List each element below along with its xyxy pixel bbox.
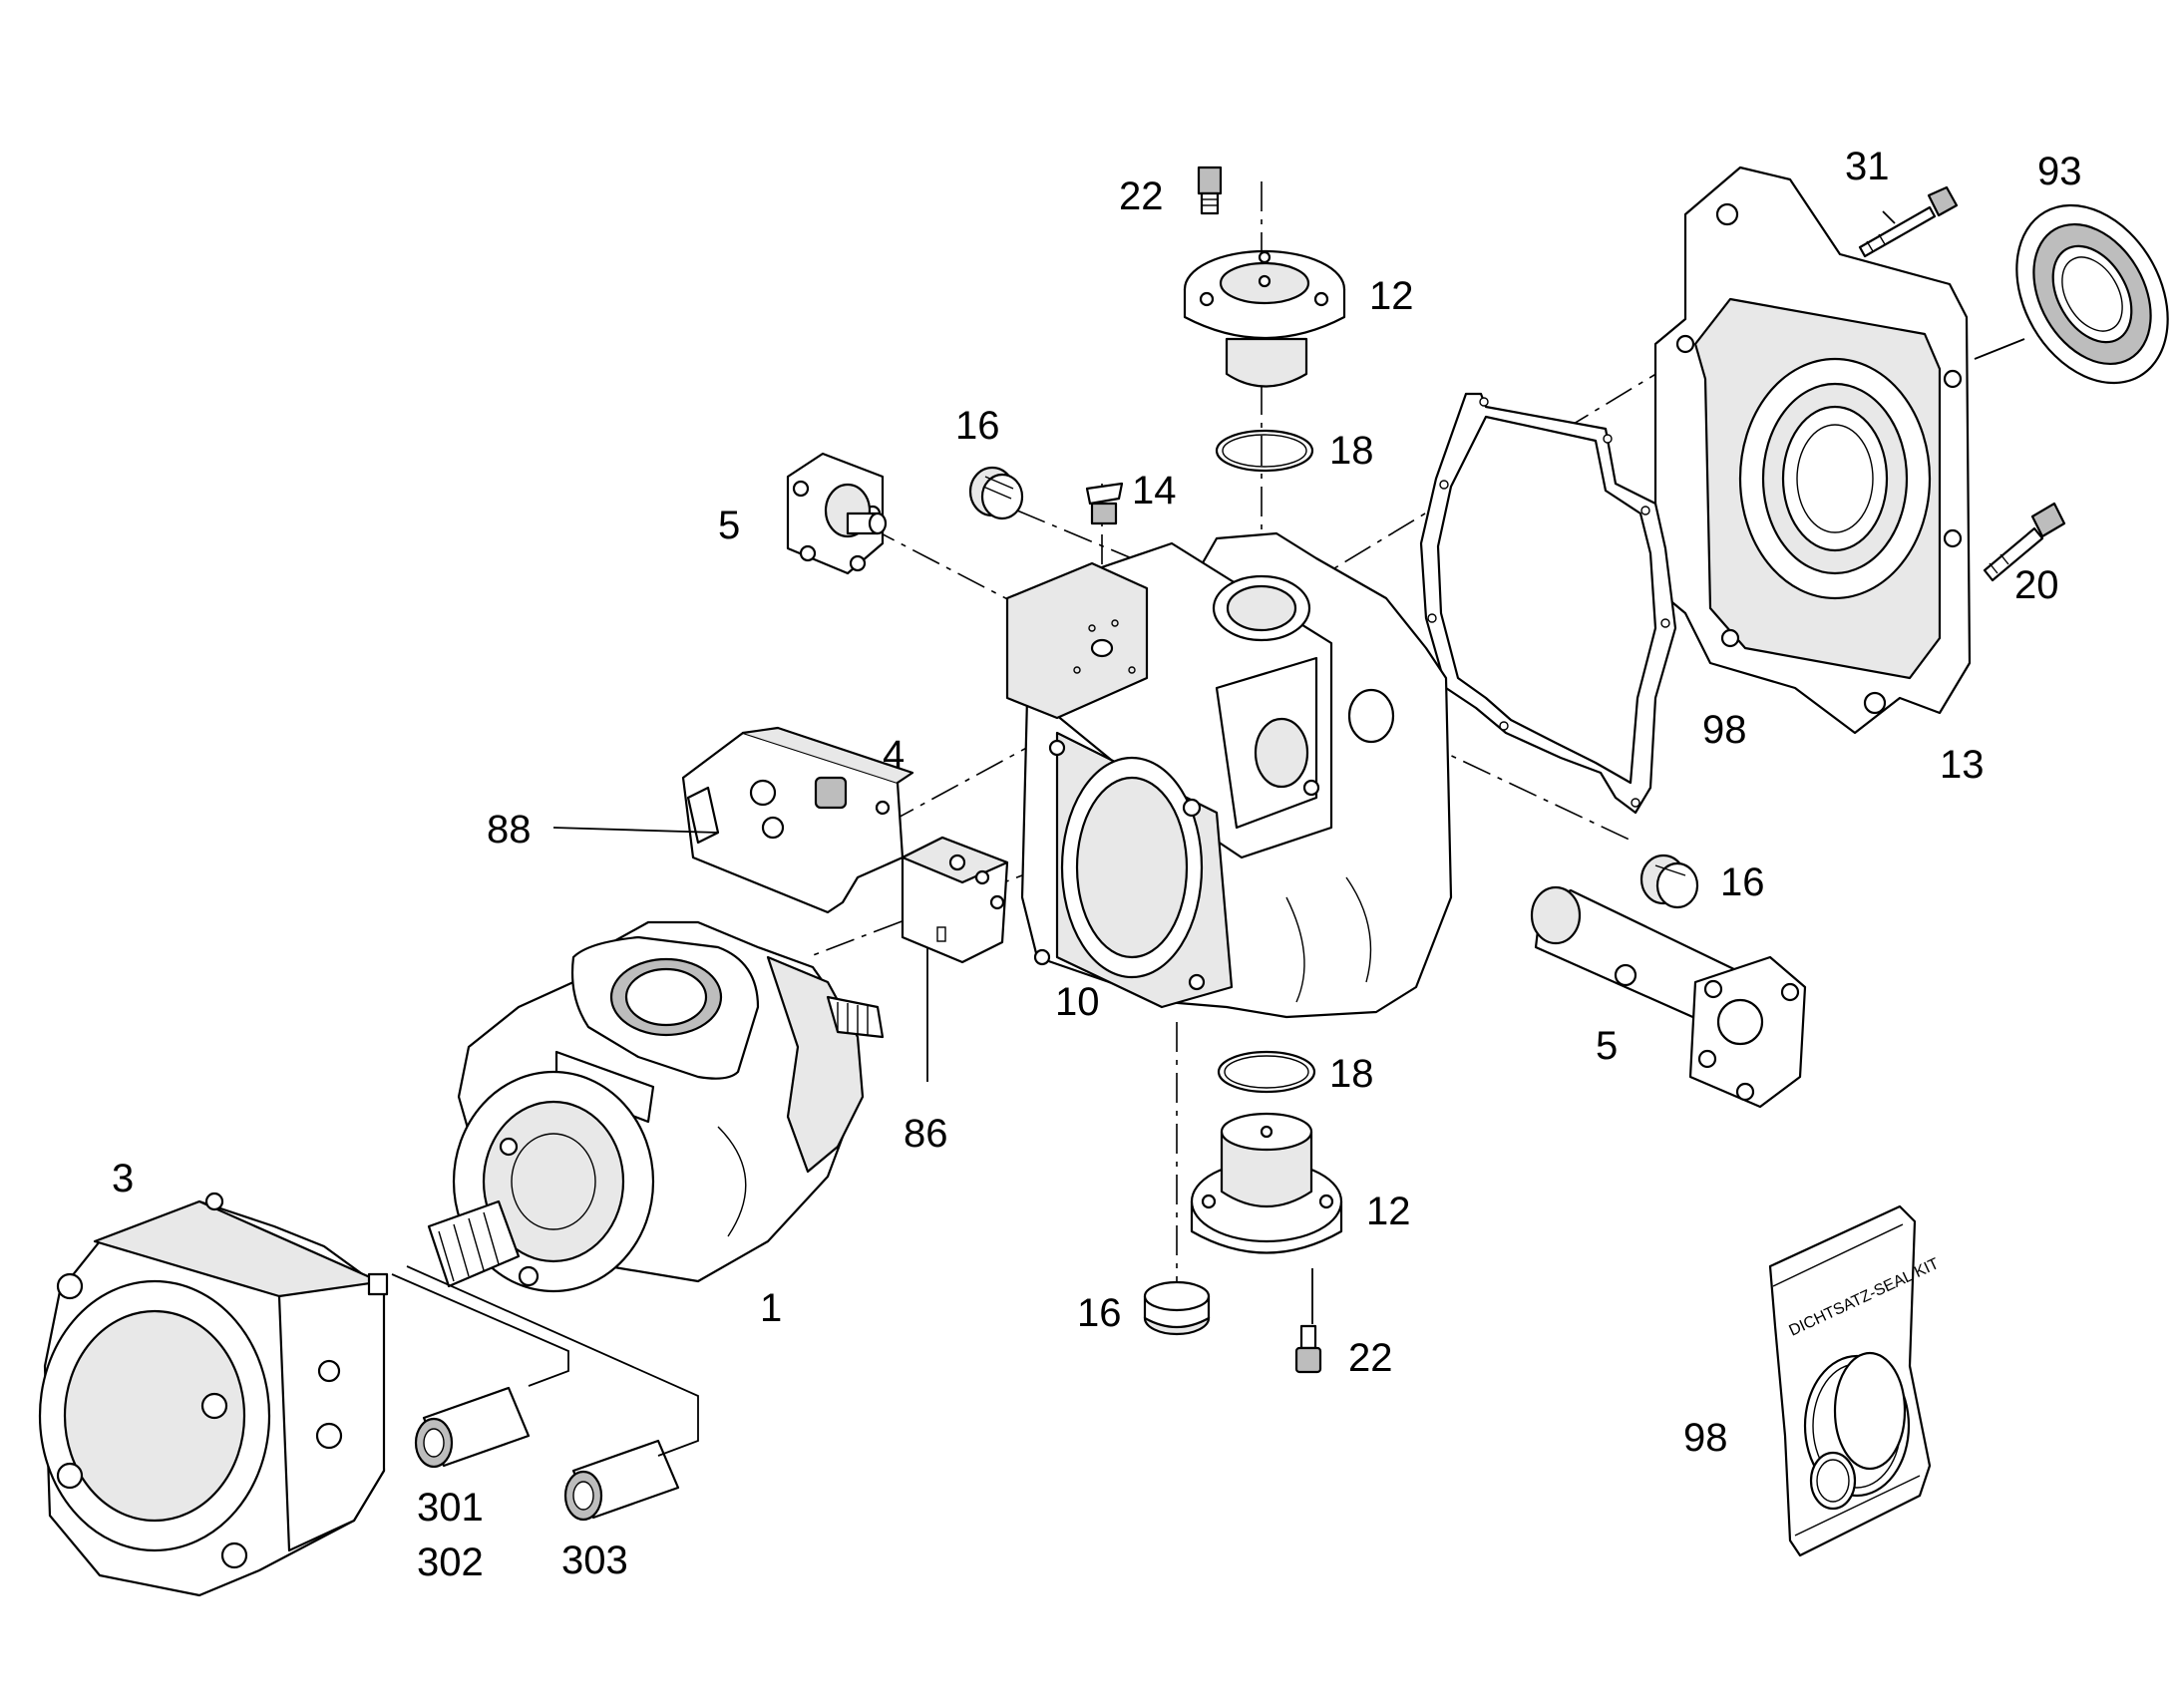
callout-14: 14 <box>1132 469 1177 512</box>
callout-98-kit: 98 <box>1683 1416 1728 1460</box>
part-13-mounting-flange[interactable] <box>1653 166 1972 735</box>
part-14-plug[interactable] <box>1085 482 1124 525</box>
part-98-gasket[interactable] <box>1419 392 1677 815</box>
callout-labels: 22 12 31 93 16 14 18 5 20 98 13 4 88 16 … <box>112 145 2082 1584</box>
callout-10: 10 <box>1055 980 1100 1024</box>
callout-18-top: 18 <box>1329 429 1374 473</box>
part-31-bolt[interactable] <box>1858 185 1959 258</box>
callout-16-bottom: 16 <box>1077 1291 1122 1335</box>
part-18-oring-bottom[interactable] <box>1217 1050 1316 1094</box>
callout-98-gasket: 98 <box>1702 708 1747 752</box>
callout-12-top: 12 <box>1369 274 1414 318</box>
callout-3: 3 <box>112 1157 134 1200</box>
callout-5-left: 5 <box>718 504 740 547</box>
part-1-rotary-group[interactable] <box>427 920 885 1293</box>
callout-31: 31 <box>1845 145 1890 188</box>
part-20-bolt[interactable] <box>1983 502 2066 582</box>
callout-1: 1 <box>760 1286 782 1330</box>
callout-4: 4 <box>883 733 905 777</box>
callout-12-bottom: 12 <box>1366 1190 1411 1233</box>
part-301-302-sleeve[interactable] <box>414 1386 531 1469</box>
callout-18-bottom: 18 <box>1329 1052 1374 1096</box>
callout-16-top: 16 <box>955 404 1000 448</box>
callout-93: 93 <box>2037 150 2082 193</box>
callout-302: 302 <box>417 1540 484 1584</box>
part-22-screw-top[interactable] <box>1197 166 1223 215</box>
part-16-plug-top[interactable] <box>968 466 1024 520</box>
callout-86: 86 <box>904 1112 948 1156</box>
part-4-control-module[interactable] <box>681 726 914 914</box>
part-16-plug-right[interactable] <box>1639 854 1699 909</box>
callout-16-right: 16 <box>1720 860 1765 904</box>
part-303-sleeve[interactable] <box>563 1439 680 1522</box>
part-5-valve-right[interactable] <box>1530 885 1807 1109</box>
callout-13: 13 <box>1940 743 1985 787</box>
callout-22-top: 22 <box>1119 174 1164 218</box>
callout-5-right: 5 <box>1596 1024 1618 1068</box>
callout-301: 301 <box>417 1486 484 1530</box>
part-12-cover-top[interactable] <box>1183 249 1346 388</box>
part-93-shaft-seal[interactable] <box>1987 178 2180 411</box>
part-5-valve-left[interactable] <box>786 452 888 575</box>
callout-88: 88 <box>487 808 532 852</box>
callout-20: 20 <box>2014 563 2059 607</box>
part-18-oring-top[interactable] <box>1215 429 1314 473</box>
callout-22-bottom: 22 <box>1348 1336 1393 1380</box>
part-98-seal-kit[interactable]: DICHTSATZ-SEAL KIT <box>1768 1204 1942 1557</box>
part-3-aux-pump[interactable] <box>38 1192 389 1597</box>
part-12-cover-bottom[interactable] <box>1190 1112 1343 1254</box>
part-10-pump-housing[interactable] <box>1005 531 1453 1019</box>
part-22-screw-bottom[interactable] <box>1294 1324 1322 1374</box>
part-16-plug-bottom[interactable] <box>1143 1280 1211 1336</box>
part-86-block[interactable] <box>901 836 1009 964</box>
leader-lines <box>391 210 2025 1457</box>
callout-303: 303 <box>561 1538 628 1582</box>
